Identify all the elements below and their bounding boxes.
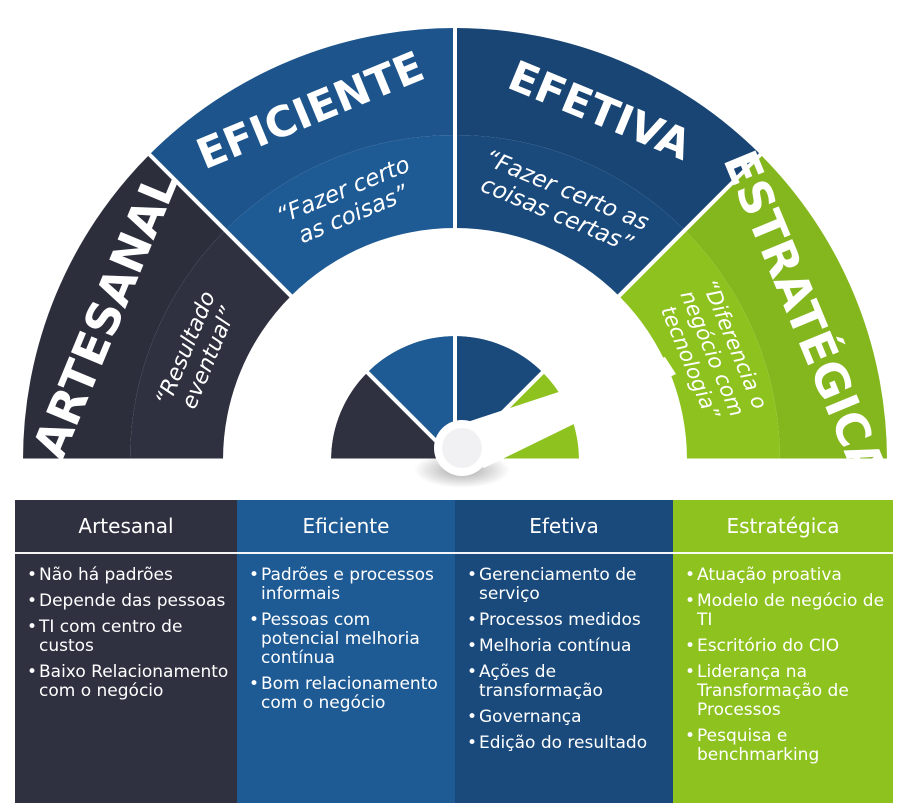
column-header: Artesanal <box>15 500 237 554</box>
needle-hub-inner <box>442 428 482 468</box>
list-item: TI com centro de custos <box>25 618 229 656</box>
sector-divider <box>146 151 457 462</box>
list-item: Governança <box>465 708 665 727</box>
sector-outer-shade <box>455 28 761 231</box>
column-header: Eficiente <box>237 500 455 554</box>
sector-outer-shade <box>23 154 226 460</box>
gauge-track <box>255 260 655 460</box>
sector-core-artesanal <box>331 372 455 460</box>
sector-outer-eficiente <box>149 28 455 231</box>
gauge-needle <box>440 357 676 468</box>
list-item: Melhoria contínua <box>465 637 665 656</box>
column-efetiva: Efetiva Gerenciamento de serviço Process… <box>455 500 673 803</box>
column-eficiente: Eficiente Padrões e processos informais … <box>237 500 455 803</box>
sector-outer-artesanal <box>23 154 226 460</box>
sector-outer-shade <box>149 28 455 231</box>
sector-outer-shade <box>684 154 887 460</box>
sector-core-eficiente <box>367 336 455 460</box>
list-item: Bom relacionamento com o negócio <box>247 675 447 713</box>
list-item: Pesquisa e benchmarking <box>683 727 885 765</box>
item-list: Atuação proativa Modelo de negócio de TI… <box>673 554 893 765</box>
sector-divider <box>453 151 764 462</box>
list-item: Padrões e processos informais <box>247 566 447 604</box>
sector-outer-estrategica <box>684 154 887 460</box>
list-item: Edição do resultado <box>465 734 665 753</box>
sector-inner-estrategica <box>619 230 780 460</box>
sector-inner-artesanal <box>130 230 291 460</box>
list-item: Modelo de negócio de TI <box>683 592 885 630</box>
sector-outer-efetiva <box>455 28 761 231</box>
sector-inner-eficiente <box>225 135 455 296</box>
list-item: Ações de transformação <box>465 663 665 701</box>
list-item: Liderança na Transformação de Processos <box>683 663 885 720</box>
list-item: Escritório do CIO <box>683 637 885 656</box>
list-item: Não há padrões <box>25 566 229 585</box>
list-item: Gerenciamento de serviço <box>465 566 665 604</box>
sector-inner-efetiva <box>455 135 685 296</box>
item-list: Padrões e processos informais Pessoas co… <box>237 554 455 713</box>
list-item: Pessoas com potencial melhoria contínua <box>247 611 447 668</box>
column-estrategica: Estratégica Atuação proativa Modelo de n… <box>673 500 893 803</box>
column-artesanal: Artesanal Não há padrões Depende das pes… <box>15 500 237 803</box>
maturity-table: Artesanal Não há padrões Depende das pes… <box>15 500 893 803</box>
list-item: Depende das pessoas <box>25 592 229 611</box>
list-item: Baixo Relacionamento com o negócio <box>25 663 229 701</box>
list-item: Processos medidos <box>465 611 665 630</box>
item-list: Gerenciamento de serviço Processos medid… <box>455 554 673 753</box>
column-header: Efetiva <box>455 500 673 554</box>
column-header: Estratégica <box>673 500 893 554</box>
item-list: Não há padrões Depende das pessoas TI co… <box>15 554 237 701</box>
list-item: Atuação proativa <box>683 566 885 585</box>
